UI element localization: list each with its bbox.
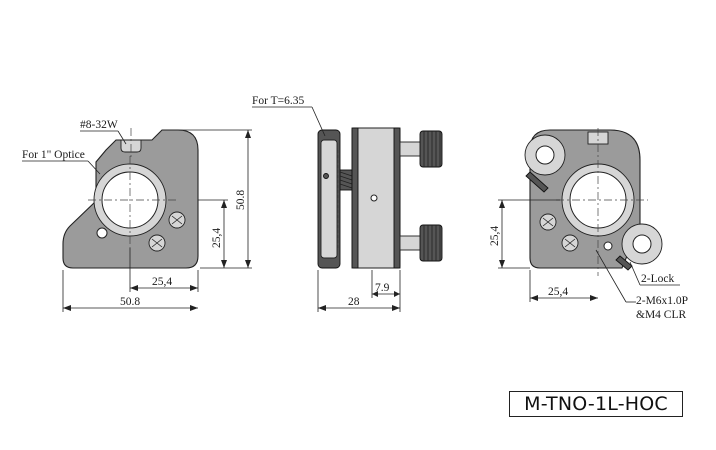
front-center-height-dim: 25,4 (211, 228, 223, 248)
back-center-height-dim: 25,4 (489, 226, 501, 246)
back-thread-label-line1: 2-M6x1.0P (636, 295, 688, 307)
back-screw-bottom-icon (561, 234, 579, 252)
side-depth-dim: 28 (348, 296, 360, 308)
back-lock-label: 2-Lock (641, 273, 674, 285)
model-number-box: M-TNO-1L-HOC (509, 391, 683, 417)
back-screw-left-icon (539, 213, 557, 231)
back-lower-lock-knob (615, 223, 663, 271)
back-view: 25,4 25,4 2-Lock 2-M6x1.0P &M4 CLR (489, 128, 688, 321)
front-thread-label: #8-32W (80, 119, 118, 131)
back-upper-lock-knob (524, 134, 566, 193)
side-lower-knob (399, 224, 443, 262)
front-small-hole (96, 227, 108, 239)
front-screw-upper-icon (168, 211, 186, 229)
side-spring-icon (339, 169, 353, 191)
side-thickness-label: For T=6.35 (252, 95, 305, 107)
front-center-width-dim: 25,4 (152, 276, 172, 288)
back-center-width-dim: 25,4 (548, 286, 568, 298)
side-knob-dim: 7.9 (375, 282, 390, 294)
front-optic-label: For 1" Optice (22, 149, 85, 161)
front-screw-lower-icon (148, 234, 166, 252)
back-thread-label-line2: &M4 CLR (636, 309, 686, 321)
front-height-dim: 50.8 (235, 190, 247, 210)
front-width-dim: 50.8 (120, 296, 140, 308)
side-view: For T=6.35 28 7.9 (252, 95, 443, 312)
side-upper-knob (399, 130, 443, 168)
front-view: #8-32W For 1" Optice 50.8 25,4 25,4 50.8 (22, 119, 252, 312)
